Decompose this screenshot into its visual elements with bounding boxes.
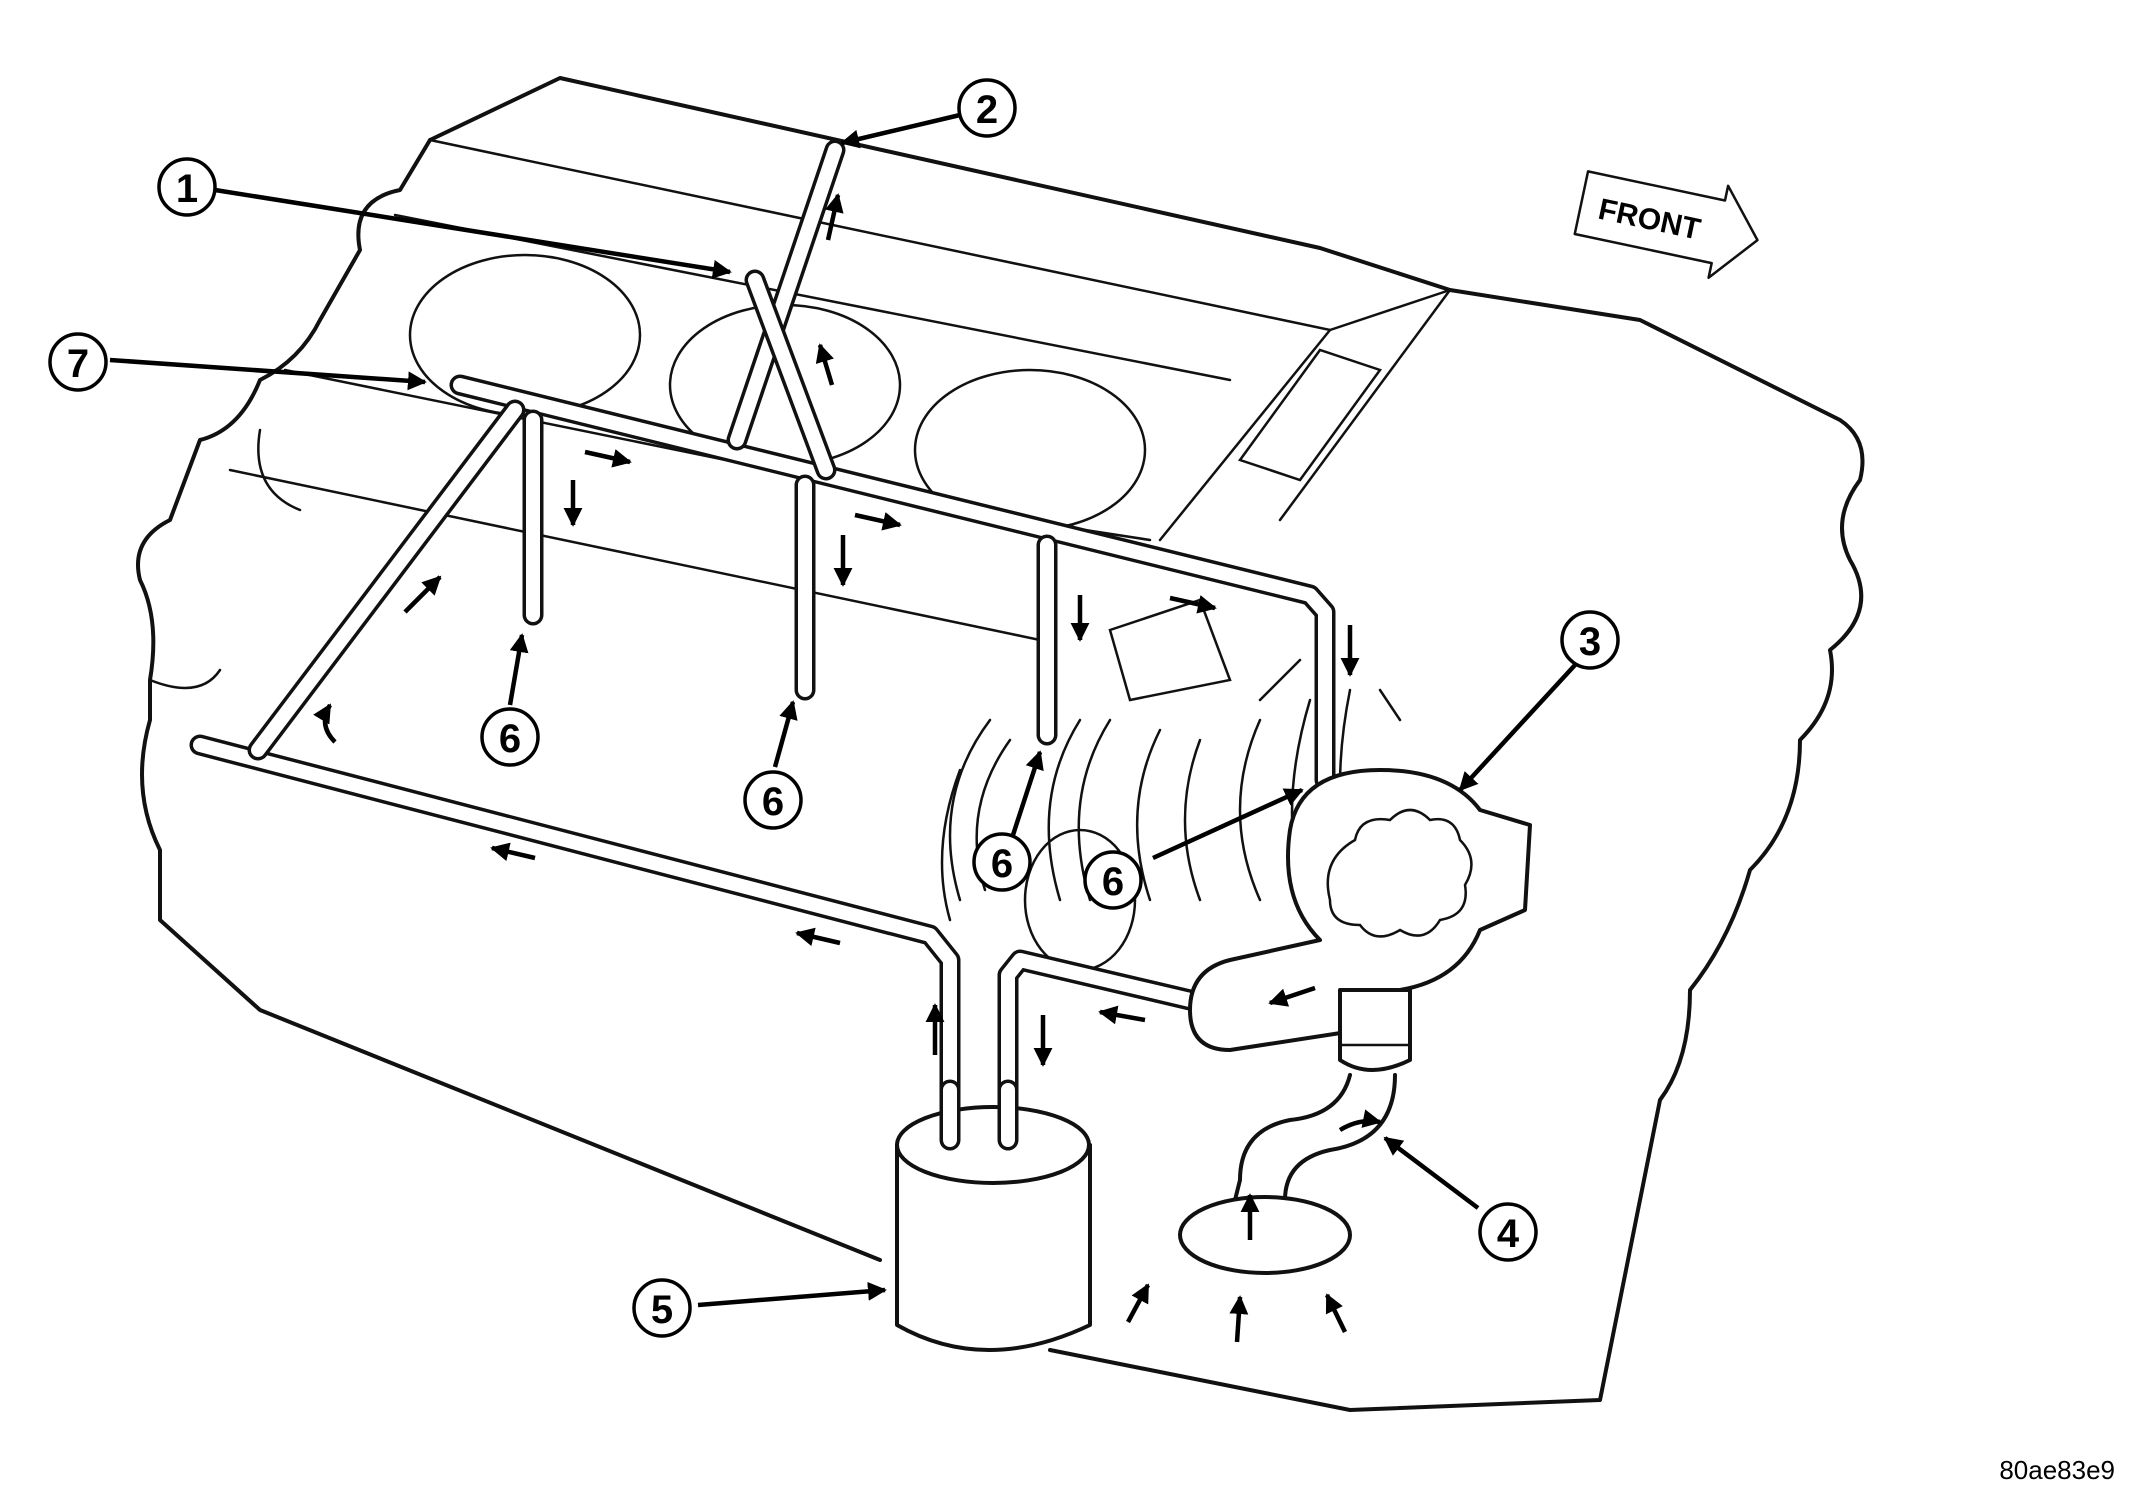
callout-2: 2: [957, 78, 1017, 138]
pickup-tube: [1178, 1073, 1397, 1275]
callout-6a: 6: [480, 707, 540, 767]
svg-text:7: 7: [67, 342, 89, 386]
flow-arrow: [854, 512, 902, 531]
callout-leaders: [109, 112, 1577, 1308]
svg-text:6: 6: [991, 842, 1013, 886]
leader-3: [1458, 663, 1577, 792]
callout-4: 4: [1478, 1202, 1538, 1262]
flow-arrow: [584, 449, 632, 468]
callout-3: 3: [1560, 610, 1620, 670]
callout-6b: 6: [743, 770, 803, 830]
leader-6c: [1010, 750, 1044, 836]
flow-arrow: [815, 343, 835, 386]
svg-text:6: 6: [762, 780, 784, 824]
svg-text:1: 1: [176, 167, 198, 211]
callout-1: 1: [157, 157, 217, 217]
svg-text:6: 6: [1102, 860, 1124, 904]
callout-7: 7: [48, 332, 108, 392]
flow-arrows: [313, 193, 1382, 1343]
leader-6b: [772, 700, 798, 768]
flow-arrow: [313, 703, 337, 744]
svg-text:6: 6: [499, 717, 521, 761]
leader-1: [214, 187, 732, 279]
leader-7: [109, 357, 427, 391]
leader-4: [1383, 1136, 1480, 1210]
svg-text:5: 5: [651, 1288, 673, 1332]
lower-gallery-pipe: [189, 734, 961, 1141]
flow-arrow: [795, 927, 841, 947]
front-indicator: FRONT: [1573, 170, 1759, 280]
flow-arrow: [1229, 1295, 1249, 1343]
leader-6d: [1152, 787, 1304, 861]
oil-filter: [895, 1079, 1092, 1352]
figure-id: 80ae83e9: [1999, 1455, 2115, 1485]
oil-pump: [1188, 768, 1532, 1072]
callout-5: 5: [632, 1278, 692, 1338]
flow-arrow: [825, 193, 844, 241]
leader-2: [840, 112, 961, 149]
flow-arrow: [403, 575, 442, 614]
callout-6d: 6: [1083, 850, 1143, 910]
flow-arrow: [1268, 985, 1316, 1007]
svg-text:3: 3: [1579, 620, 1601, 664]
flow-arrow: [1324, 1293, 1348, 1333]
flow-arrow: [1126, 1283, 1150, 1324]
flow-arrow: [490, 842, 536, 862]
callout-6c: 6: [972, 832, 1032, 892]
leader-5: [697, 1281, 887, 1308]
flow-arrow: [1169, 595, 1217, 614]
leader-6a: [507, 633, 529, 706]
flow-arrow: [1098, 1005, 1146, 1025]
svg-text:2: 2: [976, 88, 998, 132]
oil-galleries: [189, 139, 1336, 1141]
svg-text:4: 4: [1497, 1212, 1520, 1256]
flow-arrow: [1338, 1109, 1382, 1132]
main-gallery-pipe: [449, 374, 1336, 791]
